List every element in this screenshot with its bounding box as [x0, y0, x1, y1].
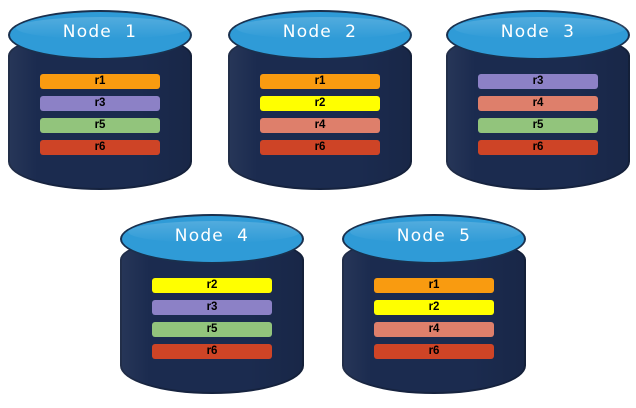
node-cylinder: Node 2 r1 r2 r4 r6	[228, 8, 412, 190]
replica-list: r3 r4 r5 r6	[478, 74, 598, 155]
replica-bar: r6	[152, 344, 272, 359]
node-cylinder: Node 5 r1 r2 r4 r6	[342, 212, 526, 394]
replica-bar: r1	[260, 74, 380, 89]
node-label: Node 3	[500, 22, 576, 42]
replica-bar: r6	[260, 140, 380, 155]
replica-bar: r4	[260, 118, 380, 133]
replica-bar: r3	[40, 96, 160, 111]
replica-bar: r1	[40, 74, 160, 89]
node-label: Node 2	[282, 22, 358, 42]
replica-bar: r3	[478, 74, 598, 89]
replica-bar: r6	[374, 344, 494, 359]
replica-list: r2 r3 r5 r6	[152, 278, 272, 359]
replica-bar: r4	[374, 322, 494, 337]
node-label: Node 4	[174, 226, 250, 246]
replica-bar: r6	[40, 140, 160, 155]
node-label: Node 1	[62, 22, 138, 42]
replica-bar: r5	[152, 322, 272, 337]
node-label: Node 5	[396, 226, 472, 246]
replica-bar: r2	[260, 96, 380, 111]
replica-bar: r5	[478, 118, 598, 133]
replica-list: r1 r2 r4 r6	[374, 278, 494, 359]
replica-bar: r3	[152, 300, 272, 315]
cylinder-body	[446, 32, 630, 190]
node-cylinder: Node 3 r3 r4 r5 r6	[446, 8, 630, 190]
replica-bar: r1	[374, 278, 494, 293]
replica-bar: r4	[478, 96, 598, 111]
replica-list: r1 r3 r5 r6	[40, 74, 160, 155]
replica-bar: r5	[40, 118, 160, 133]
replica-bar: r2	[374, 300, 494, 315]
replica-bar: r2	[152, 278, 272, 293]
replica-list: r1 r2 r4 r6	[260, 74, 380, 155]
node-cylinder: Node 4 r2 r3 r5 r6	[120, 212, 304, 394]
node-cylinder: Node 1 r1 r3 r5 r6	[8, 8, 192, 190]
replica-bar: r6	[478, 140, 598, 155]
